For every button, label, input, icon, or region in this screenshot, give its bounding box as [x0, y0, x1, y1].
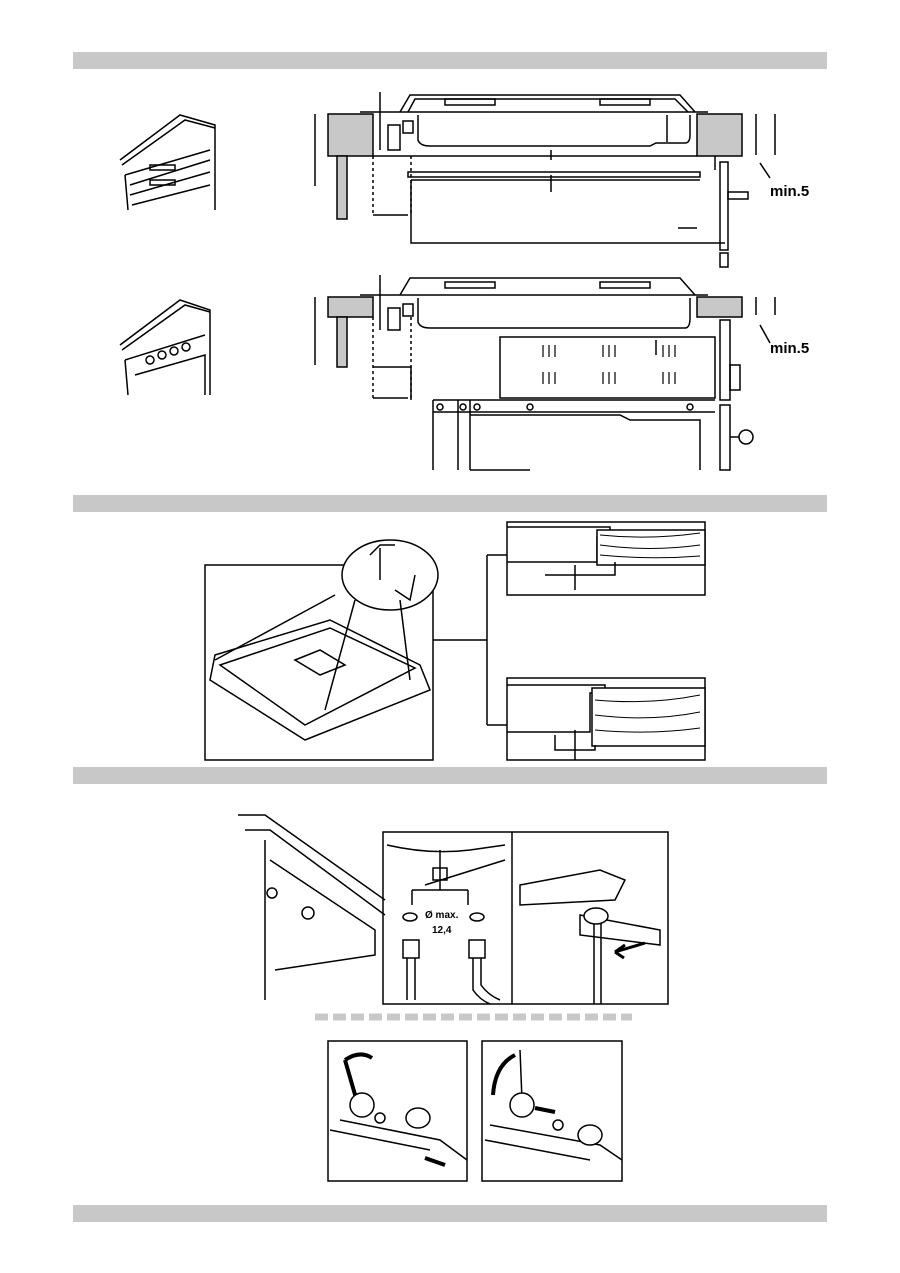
hob-underside-bracket-diagram — [204, 521, 706, 761]
section-divider-4 — [73, 1205, 827, 1222]
drawer-cabinet-illustration — [119, 114, 216, 211]
section-divider-1 — [73, 52, 827, 69]
section-divider-3 — [73, 767, 827, 784]
clearance-label-top: min.5 — [770, 183, 810, 200]
wrench-step-1 — [327, 1040, 468, 1182]
diameter-label: Ø max. — [425, 910, 459, 921]
hob-over-drawer-section — [314, 92, 776, 268]
wrench-step-2 — [481, 1040, 623, 1182]
oven-cabinet-illustration — [119, 299, 211, 396]
clearance-label-bottom: min.5 — [770, 340, 810, 357]
gas-connection-diagrams — [238, 814, 669, 1005]
hob-over-oven-section — [314, 275, 776, 471]
section-divider-2 — [73, 495, 827, 512]
diameter-value: 12,4 — [432, 925, 452, 936]
